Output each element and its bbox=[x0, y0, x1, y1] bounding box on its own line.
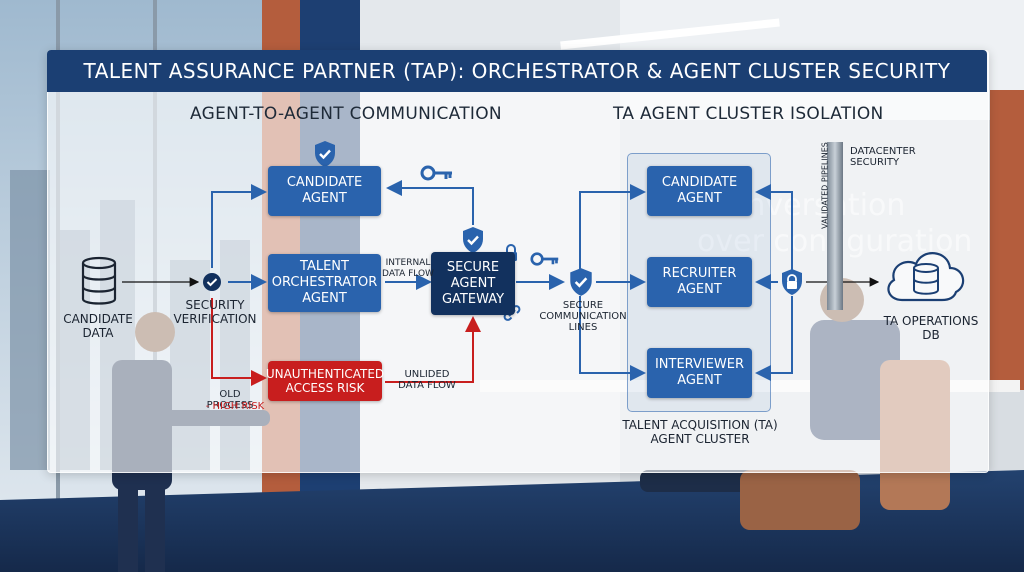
shield-check-icon bbox=[568, 267, 594, 301]
secure-lines-label: SECURE COMMUNICATION LINES bbox=[539, 300, 627, 333]
high-risk-label: - HIGH RISK bbox=[205, 401, 265, 412]
unlided-flow-label: UNLIDED DATA FLOW bbox=[398, 369, 456, 391]
recruiter-agent-node: RECRUITER AGENT bbox=[647, 257, 752, 307]
key-icon bbox=[420, 164, 454, 186]
shield-check-icon bbox=[313, 140, 337, 172]
lock-icon bbox=[780, 268, 804, 300]
security-verification-label: SECURITY VERIFICATION bbox=[173, 298, 257, 326]
ta-operations-db-label: TA OPERATIONS DB bbox=[883, 314, 979, 342]
talent-orchestrator-node: TALENT ORCHESTRATOR AGENT bbox=[268, 254, 381, 312]
secure-gateway-node: SECURE AGENT GATEWAY bbox=[431, 252, 515, 315]
validated-pipelines-label: VALIDATED PIPELINES bbox=[820, 142, 830, 229]
datacenter-security-label: DATACENTER SECURITY bbox=[850, 146, 916, 168]
shield-check-icon bbox=[461, 226, 485, 258]
page-title: TALENT ASSURANCE PARTNER (TAP): ORCHESTR… bbox=[47, 50, 987, 92]
section-title-left: AGENT-TO-AGENT COMMUNICATION bbox=[190, 104, 502, 124]
database-icon bbox=[80, 256, 118, 310]
section-title-right: TA AGENT CLUSTER ISOLATION bbox=[613, 104, 884, 124]
key-icon bbox=[530, 251, 560, 271]
unauth-risk-node: UNAUTHENTICATED ACCESS RISK bbox=[266, 361, 384, 401]
internal-flow-label: INTERNAL DATA FLOW bbox=[382, 258, 434, 279]
candidate-data-label: CANDIDATE DATA bbox=[63, 312, 133, 340]
shield-check-icon bbox=[202, 272, 222, 296]
interviewer-agent-node: INTERVIEWER AGENT bbox=[647, 348, 752, 398]
cloud-database-icon bbox=[882, 242, 970, 312]
candidate-agent-node: CANDIDATE AGENT bbox=[268, 166, 381, 216]
old-process-label: OLD PROCESS bbox=[206, 389, 254, 411]
cluster-name-label: TALENT ACQUISITION (TA) AGENT CLUSTER bbox=[622, 418, 778, 446]
candidate-agent-node: CANDIDATE AGENT bbox=[647, 166, 752, 216]
datacenter-tower bbox=[827, 142, 843, 310]
